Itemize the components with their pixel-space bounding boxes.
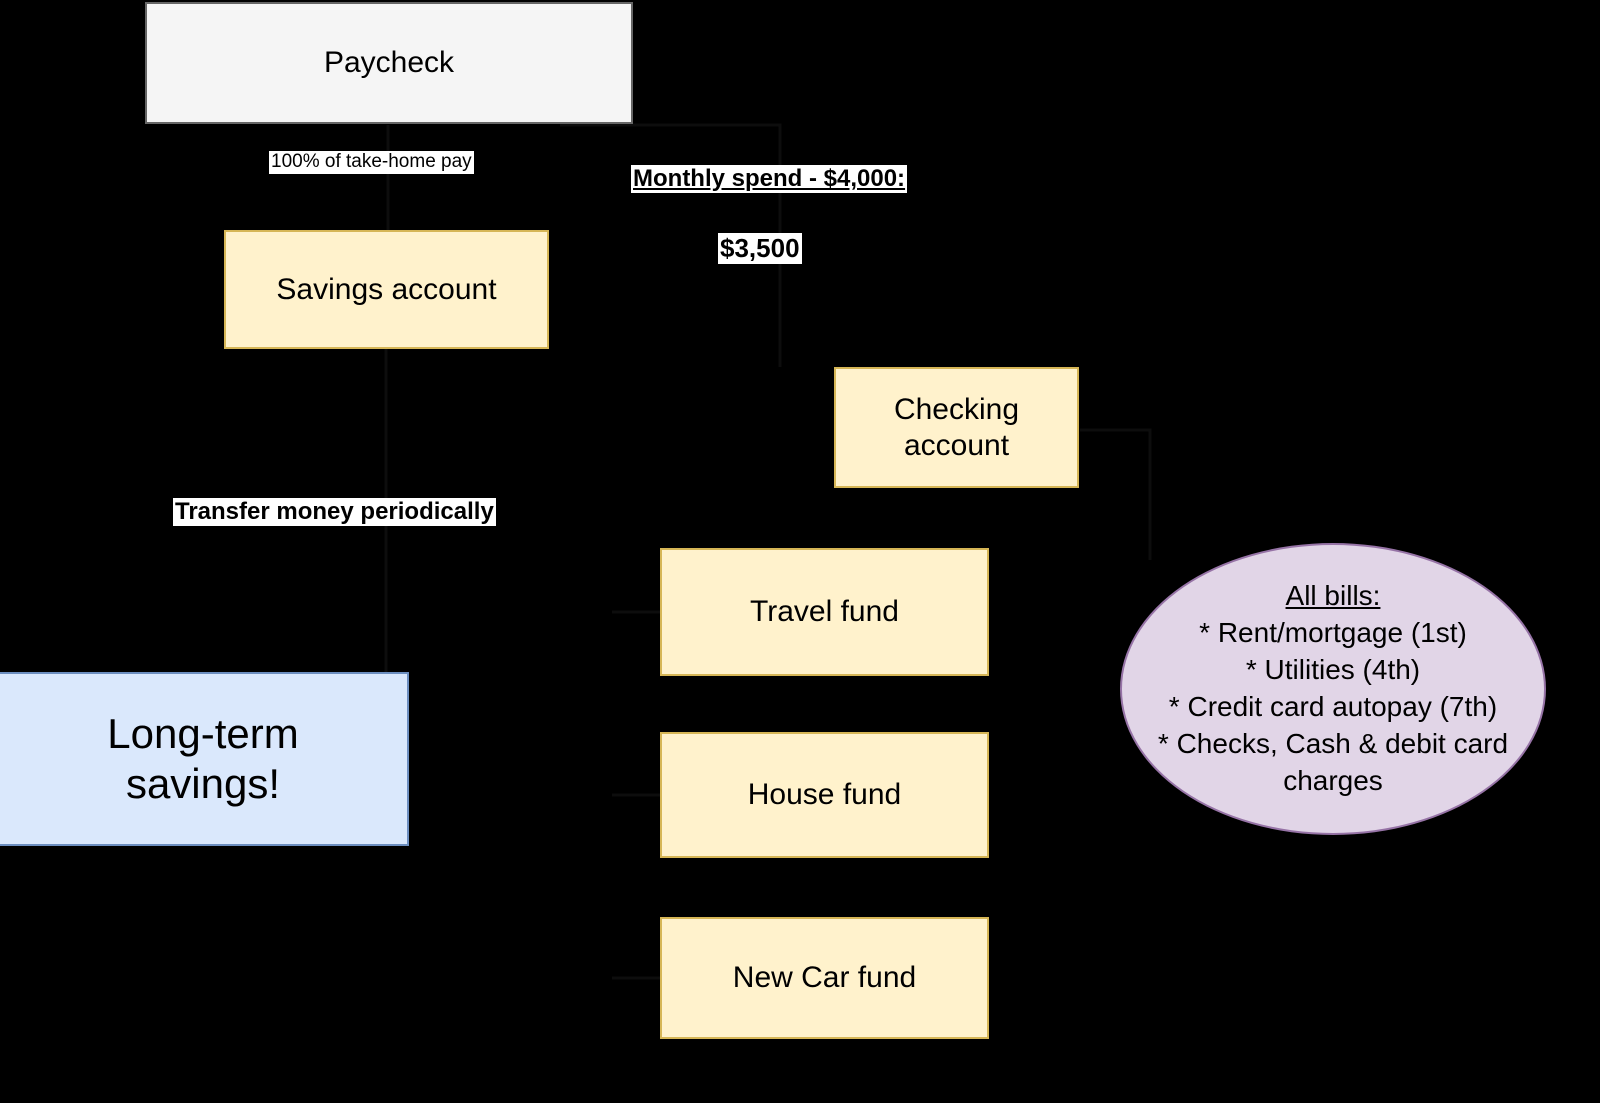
edge-checking-to-bills [1080, 428, 1152, 560]
node-travel-fund[interactable]: Travel fund [660, 548, 989, 676]
node-long-term-savings-label: Long-term savings! [107, 710, 299, 807]
all-bills-item-rent: * Rent/mortgage (1st) [1199, 617, 1467, 649]
edge-label-checking-amount: $3,500 [718, 233, 802, 264]
node-travel-fund-label: Travel fund [750, 595, 899, 629]
edge-label-monthly-spend: Monthly spend - $4,000: [631, 165, 908, 194]
node-all-bills[interactable]: All bills: * Rent/mortgage (1st) * Utili… [1120, 543, 1546, 835]
node-new-car-fund[interactable]: New Car fund [660, 917, 989, 1039]
node-checking-account[interactable]: Checking account [834, 367, 1079, 488]
node-house-fund-label: House fund [747, 778, 902, 812]
node-paycheck-label: Paycheck [323, 46, 455, 80]
all-bills-heading: All bills: [1285, 580, 1381, 612]
node-new-car-fund-label: New Car fund [732, 961, 917, 995]
node-savings-account[interactable]: Savings account [224, 230, 549, 349]
all-bills-item-checks-cash: * Checks, Cash & debit card charges [1157, 727, 1509, 796]
node-house-fund[interactable]: House fund [660, 732, 989, 858]
node-checking-account-label: Checking account [893, 393, 1020, 462]
all-bills-item-credit-card: * Credit card autopay (7th) [1168, 691, 1498, 722]
all-bills-item-utilities: * Utilities (4th) [1245, 654, 1421, 686]
node-paycheck[interactable]: Paycheck [145, 2, 633, 124]
edge-label-take-home-pay: 100% of take-home pay [269, 151, 474, 174]
node-long-term-savings[interactable]: Long-term savings! [0, 672, 409, 846]
node-savings-account-label: Savings account [276, 272, 497, 306]
edge-label-transfer-periodically: Transfer money periodically [173, 498, 496, 527]
